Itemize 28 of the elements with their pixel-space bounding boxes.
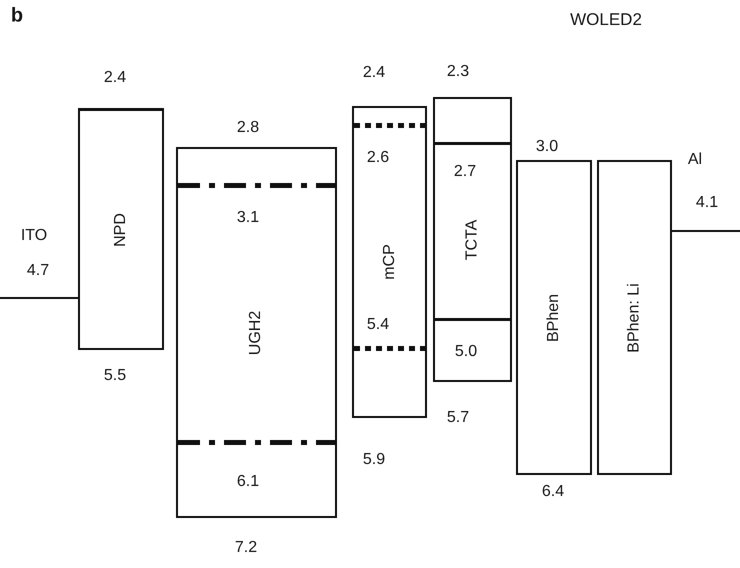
level-label: ITO [20, 227, 48, 245]
level-label: Al [688, 151, 702, 169]
diagram-title: WOLED2 [570, 10, 642, 30]
energy-value: 2.8 [236, 119, 260, 137]
level-label: 4.7 [26, 262, 50, 280]
energy-value: 5.7 [446, 409, 470, 427]
energy-value: 2.4 [104, 69, 126, 87]
energy-value: 6.1 [236, 473, 260, 491]
energy-value: 3.0 [536, 138, 558, 156]
energy-value: 5.4 [366, 316, 390, 334]
layer-box [352, 106, 427, 418]
layer-box [597, 160, 672, 475]
energy-value: 7.2 [234, 539, 258, 557]
energy-value: 5.9 [362, 451, 386, 469]
layer-box [516, 160, 592, 475]
energy-value: 2.4 [362, 64, 386, 82]
layer-box [176, 147, 337, 518]
energy-value: 5.5 [104, 367, 126, 385]
energy-value: 2.7 [454, 163, 476, 181]
energy-value: 2.6 [366, 149, 390, 167]
energy-value: 3.1 [236, 209, 260, 227]
layer-box [433, 97, 512, 382]
energy-value: 6.4 [542, 483, 564, 501]
panel-letter: b [10, 4, 24, 28]
layer-box [78, 108, 164, 350]
level-label: 4.1 [696, 194, 718, 212]
energy-value: 5.0 [454, 343, 478, 361]
energy-value: 2.3 [446, 63, 470, 81]
